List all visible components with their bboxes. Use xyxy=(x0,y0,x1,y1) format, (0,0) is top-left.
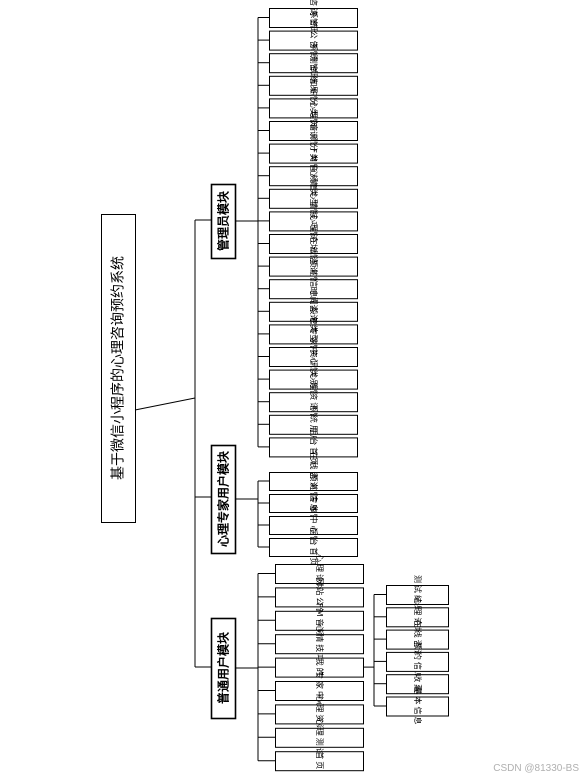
my-item-label: 在线咨询 xyxy=(413,620,423,660)
admin-item: 系统用户 xyxy=(269,405,358,445)
admin-item-label: 咨询管理 xyxy=(309,0,319,38)
expert-item: 专家中心管理 xyxy=(269,496,358,556)
admin-item: 系统公告管理 xyxy=(269,11,358,71)
admin-item: 预约信息管理 xyxy=(269,259,358,319)
user-item: 我的 xyxy=(275,657,364,678)
admin-item-label: 后台首页 xyxy=(309,427,319,467)
admin-item-label: 在线咨询管理 xyxy=(309,237,319,297)
admin-item: 音频分类管理 xyxy=(269,124,358,184)
admin-item-label: 时间段管理 xyxy=(309,287,319,337)
my-sub-item: 收藏 xyxy=(386,674,449,695)
my-sub-item: 基本信息 xyxy=(386,687,449,727)
user-item: 心理论坛 xyxy=(275,554,364,594)
admin-item: 心理论坛管理 xyxy=(269,214,358,274)
admin-item-label: 心情技巧管理 xyxy=(309,191,319,251)
expert-module-label: 心理专家用户模块 xyxy=(216,450,231,547)
my-item-label: 预约信息 xyxy=(413,642,423,682)
admin-item-label: 专家中心管理 xyxy=(309,327,319,387)
admin-module-label: 管理员模块 xyxy=(216,190,231,251)
user-item-label: 首页 xyxy=(315,751,325,771)
user-item: 心理测试 xyxy=(275,718,364,758)
user-item: 心理资讯 xyxy=(275,694,364,734)
user-module-box: 普通用户模块 xyxy=(210,617,237,720)
user-item-label: 我的 xyxy=(315,658,325,678)
admin-item: 咨询管理 xyxy=(269,0,358,38)
admin-item: 心理知识管理 xyxy=(269,101,358,161)
user-item-label: 心情技巧 xyxy=(315,624,325,664)
admin-item: 心情技巧管理 xyxy=(269,191,358,251)
user-item: 网站公告 xyxy=(275,577,364,617)
my-sub-item: 预约信息 xyxy=(386,642,449,682)
user-item-label: 心理资讯 xyxy=(315,694,325,734)
expert-item: 预约信息管理 xyxy=(269,474,358,534)
admin-item-label: 知识分类管理 xyxy=(309,78,319,138)
my-sub-item: 测试结果 xyxy=(386,575,449,615)
admin-item-label: 系统管理 xyxy=(309,43,319,83)
admin-item: 后台首页 xyxy=(269,427,358,467)
my-item-label: 基本信息 xyxy=(413,687,423,727)
admin-item-label: FM音频管理 xyxy=(309,148,319,204)
admin-item: FM音频管理 xyxy=(269,148,358,204)
user-item: 心情技巧 xyxy=(275,624,364,664)
admin-item: 咨询类型管理 xyxy=(269,304,358,364)
admin-module-box: 管理员模块 xyxy=(210,183,237,260)
my-sub-item: 心理论坛 xyxy=(386,597,449,637)
root-title: 基于微信小程序的心理咨询预约系统 xyxy=(110,256,127,480)
admin-item: 专家中心管理 xyxy=(269,327,358,387)
admin-item-label: 预约信息管理 xyxy=(309,259,319,319)
user-item: 首页 xyxy=(275,751,364,772)
user-item: FM音频 xyxy=(275,603,364,639)
admin-item: 系统管理 xyxy=(269,43,358,83)
admin-item-label: 咨询类型管理 xyxy=(309,304,319,364)
watermark: CSDN @81330-BS xyxy=(493,763,579,774)
admin-item: 资讯类别管理 xyxy=(269,350,358,410)
user-item-label: FM音频 xyxy=(315,603,325,639)
admin-item-label: 心理论坛管理 xyxy=(309,214,319,274)
user-item-label: 网站公告 xyxy=(315,577,325,617)
admin-item: 测试结果管理 xyxy=(269,56,358,116)
user-item: 专家中心 xyxy=(275,671,364,711)
expert-item: 后台首页 xyxy=(269,528,358,568)
admin-item: 在线咨询管理 xyxy=(269,237,358,297)
admin-item-label: 系统公告管理 xyxy=(309,11,319,71)
user-item-label: 心理测试 xyxy=(315,718,325,758)
expert-item-label: 在线咨询管理 xyxy=(309,452,319,512)
user-item-label: 专家中心 xyxy=(315,671,325,711)
expert-module-box: 心理专家用户模块 xyxy=(210,444,237,555)
my-item-label: 收藏 xyxy=(413,674,423,694)
admin-item: 时间段管理 xyxy=(269,287,358,337)
admin-item: 知识分类管理 xyxy=(269,78,358,138)
admin-item-label: 系统用户 xyxy=(309,405,319,445)
user-item-label: 心理论坛 xyxy=(315,554,325,594)
admin-item-label: 测试结果管理 xyxy=(309,56,319,116)
admin-item-label: 心理知识管理 xyxy=(309,101,319,161)
admin-item: 心理资讯管理 xyxy=(269,372,358,432)
expert-item-label: 后台首页 xyxy=(309,528,319,568)
my-item-label: 心理论坛 xyxy=(413,597,423,637)
expert-item-label: 专家中心管理 xyxy=(309,496,319,556)
my-sub-item: 在线咨询 xyxy=(386,620,449,660)
admin-item-label: 心理资讯管理 xyxy=(309,372,319,432)
expert-item-label: 预约信息管理 xyxy=(309,474,319,534)
expert-item: 在线咨询管理 xyxy=(269,452,358,512)
root-system-box: 基于微信小程序的心理咨询预约系统 xyxy=(101,214,136,523)
admin-item: 心情类型管理 xyxy=(269,169,358,229)
my-item-label: 测试结果 xyxy=(413,575,423,615)
admin-item-label: 音频分类管理 xyxy=(309,124,319,184)
user-module-label: 普通用户模块 xyxy=(216,631,231,704)
admin-item-label: 心情类型管理 xyxy=(309,169,319,229)
admin-item-label: 资讯类别管理 xyxy=(309,350,319,410)
root-connector xyxy=(134,397,196,411)
